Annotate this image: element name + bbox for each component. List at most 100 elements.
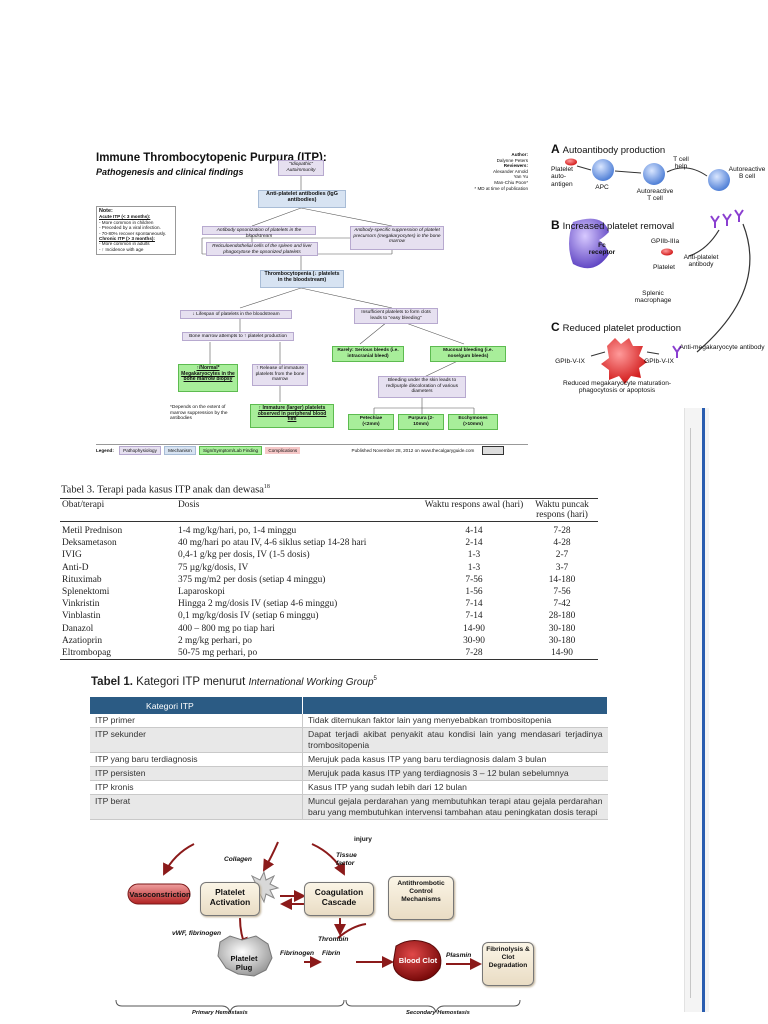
- purpura-box: Purpura (2-10mm): [398, 414, 444, 430]
- injury-label: injury: [354, 836, 372, 843]
- antithrombotic-box: Antithrombotic Control Mechanisms: [388, 876, 454, 920]
- gpiib-label: GPIIb-IIIa: [650, 238, 680, 245]
- category-name-cell: ITP berat: [90, 794, 303, 820]
- obat-cell: Metil Prednison: [62, 526, 123, 536]
- obat-cell: Vinkristin: [62, 599, 100, 610]
- header-obat: Obat/terapi: [60, 498, 176, 522]
- dosis-cell: 0,1 mg/kg/dosis IV (setiap 6 minggu): [178, 611, 319, 622]
- dosis-cell: 50-75 mg perhari, po: [176, 647, 422, 661]
- category-description-cell: Tidak ditemukan faktor lain yang menyeba…: [302, 714, 608, 728]
- insufficient-box: Insufficient platelets to form clots lea…: [354, 308, 438, 324]
- scroll-thumb[interactable]: [702, 408, 705, 1012]
- respons-awal-cell: 1-3: [467, 562, 481, 573]
- caption-text: Kategori ITP menurut: [136, 676, 246, 688]
- header-kategori: Kategori ITP: [90, 697, 303, 714]
- caption-text: Tabel 3. Terapi pada kasus ITP anak dan …: [61, 484, 264, 496]
- header-dosis: Dosis: [176, 498, 422, 522]
- note-title: Note:: [99, 208, 113, 214]
- fibrinogen-label: Fibrinogen: [280, 950, 315, 957]
- puncak-respons-cell: 7-42: [553, 599, 571, 610]
- fibrin-label: Fibrin: [322, 950, 341, 957]
- petechiae-box: Petechiae (<2mm): [348, 414, 394, 430]
- author-line: Yan Yu: [513, 174, 528, 180]
- respons-awal-cell: 1-3: [467, 550, 481, 561]
- lifespan-box: ↓ Lifespan of platelets in the bloodstre…: [180, 310, 292, 319]
- puncak-respons-cell: 2-7: [555, 550, 569, 561]
- itp-legend: Legend: Pathophysiology Mechanism Sign/S…: [96, 444, 528, 456]
- itp-flowchart: Immune Thrombocytopenic Purpura (ITP): P…: [92, 146, 532, 458]
- obat-cell: Anti-D: [62, 562, 89, 573]
- dosis-cell: Laparoskopi: [178, 587, 225, 598]
- caption-italic: International Working Group: [248, 677, 374, 688]
- vasoconstriction-label: Vasoconstriction: [129, 890, 191, 899]
- vwf-label: vWF, fibrinogen: [172, 930, 222, 937]
- tissue-factor-label: Tissue factor: [336, 852, 357, 867]
- dosis-cell: 375 mg/m2 per dosis (setiap 4 minggu): [178, 574, 326, 585]
- normal-mega-box: ↑/Normal* Megakaryocytes in the bone mar…: [178, 364, 238, 392]
- tabel-3: Tabel 3. Terapi pada kasus ITP anak dan …: [60, 484, 600, 670]
- anti-megakaryocyte-antibody-icon: [672, 345, 682, 358]
- note-line: - Preceded by a viral infection.: [99, 225, 161, 231]
- section-b-letter: B: [551, 218, 560, 232]
- note-line: Chronic ITP (> 3 months):: [99, 236, 155, 242]
- obat-cell: Splenektomi: [62, 587, 110, 598]
- dosis-cell: 2 mg/kg perhari, po: [178, 635, 252, 646]
- caption-ref: 18: [263, 484, 270, 490]
- vertical-scrollbar[interactable]: [684, 408, 709, 1012]
- autoreactive-t-label: Autoreactive T cell: [636, 188, 674, 203]
- dosis-cell: 0,4-1 g/kg per dosis, IV (1-5 dosis): [178, 550, 310, 561]
- opsonization-box: Antibody opsonization of platelets in th…: [202, 226, 316, 239]
- obat-cell: Azatioprin: [62, 635, 103, 646]
- dosis-cell: Hingga 2 mg/dosis IV (setiap 4-6 minggu): [178, 599, 338, 610]
- respons-awal-cell: 4-14: [465, 526, 483, 536]
- section-a-letter: A: [551, 142, 560, 156]
- collagen-label: Collagen: [224, 856, 252, 863]
- vessel-icon: [127, 883, 191, 905]
- section-b-label: Increased platelet removal: [562, 221, 675, 232]
- obat-cell: Danazol: [62, 623, 94, 634]
- itp-note: Note: Acute ITP (< 3 months): - More com…: [96, 206, 176, 256]
- author-line: Author:: [511, 152, 528, 157]
- thrombin-label: Thrombin: [318, 936, 349, 943]
- dosis-cell: 75 µg/kg/dosis, IV: [178, 562, 249, 573]
- obat-cell: Eltrombopag: [60, 647, 176, 661]
- hemostasis-arrows: [115, 841, 521, 1014]
- anti-megakaryocyte-label: Anti-megakaryocyte antibody: [679, 344, 765, 351]
- note-line: - More common in adults: [99, 241, 150, 247]
- puncak-respons-cell: 28-180: [548, 611, 576, 622]
- autoreactive-b-label: Autoreactive B cell: [728, 166, 766, 181]
- category-description-cell: Muncul gejala perdarahan yang membutuhka…: [302, 794, 608, 820]
- header-respons-awal: Waktu respons awal (hari): [422, 498, 526, 522]
- scroll-track-line: [690, 428, 691, 998]
- puncak-respons-cell: 7-28: [553, 526, 571, 536]
- bleeding-skin-box: Bleeding under the skin leads to red/pur…: [378, 376, 466, 398]
- marrow-attempts-box: Bone marrow attempts to ↑ platelet produ…: [182, 332, 294, 341]
- tabel-3-caption: Tabel 3. Terapi pada kasus ITP anak dan …: [61, 484, 270, 496]
- coagulation-cascade-box: Coagulation Cascade: [304, 882, 374, 916]
- author-line: Reviewers:: [503, 163, 528, 169]
- blood-clot-label: Blood Clot: [398, 956, 438, 965]
- author-line: Alexander Arnold: [493, 168, 528, 174]
- respons-awal-cell: 14-90: [463, 623, 485, 634]
- category-description-cell: Merujuk pada kasus ITP yang terdiagnosis…: [302, 766, 608, 781]
- secondary-hemostasis-label: Secondary Hemostasis: [406, 1010, 470, 1016]
- platelet-plug-label: Platelet Plug: [230, 954, 258, 972]
- primary-hemostasis-label: Primary Hemostasis: [192, 1010, 248, 1016]
- legend-label: Legend:: [96, 448, 114, 453]
- itp-authors: Author: Dalynne Peters Reviewers: Alexan…: [448, 152, 528, 191]
- legend-complications: Complications: [265, 447, 301, 454]
- category-name-cell: ITP primer: [90, 714, 303, 728]
- dosis-cell: 40 mg/hari po atau IV, 4-6 siklus setiap…: [178, 538, 367, 549]
